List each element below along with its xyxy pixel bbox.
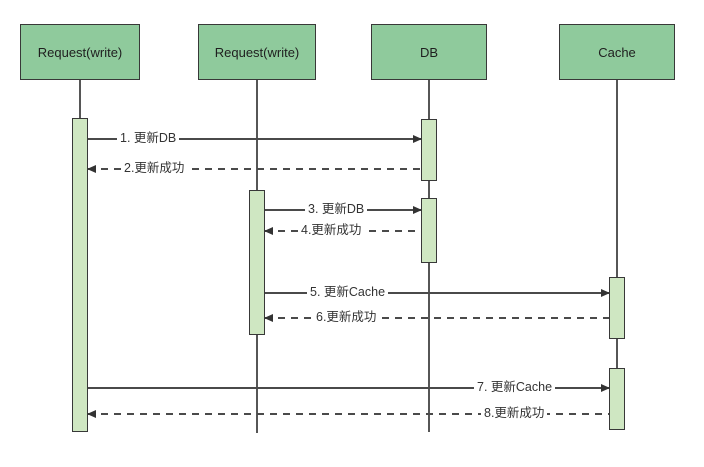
lifeline-label-request2: Request(write) xyxy=(214,44,300,60)
message-7-label: 7. 更新Cache xyxy=(474,379,556,395)
lifeline-header-db: DB xyxy=(371,24,487,80)
message-1-label: 1. 更新DB xyxy=(117,130,180,146)
lifeline-label-cache: Cache xyxy=(598,44,636,60)
message-2-line xyxy=(88,168,421,170)
activation-db-1 xyxy=(421,119,437,181)
message-3-label: 3. 更新DB xyxy=(305,201,368,217)
activation-db-2 xyxy=(421,198,437,263)
activation-cache-1 xyxy=(609,277,625,339)
lifeline-cache xyxy=(616,80,618,430)
lifeline-label-db: DB xyxy=(419,44,439,60)
arrowhead-right-icon xyxy=(601,383,610,392)
message-8-line xyxy=(88,413,609,415)
activation-request2 xyxy=(249,190,265,335)
message-5-line xyxy=(265,292,609,294)
message-1-line xyxy=(88,138,421,140)
lifeline-header-request2: Request(write) xyxy=(198,24,316,80)
arrowhead-left-icon xyxy=(264,226,273,235)
message-4-label: 4.更新成功 xyxy=(298,222,365,238)
lifeline-header-request1: Request(write) xyxy=(20,24,140,80)
message-8-label: 8.更新成功 xyxy=(481,405,548,421)
arrowhead-left-icon xyxy=(264,313,273,322)
lifeline-header-cache: Cache xyxy=(559,24,675,80)
arrowhead-right-icon xyxy=(413,134,422,143)
activation-request1 xyxy=(72,118,88,432)
lifeline-label-request1: Request(write) xyxy=(37,44,123,60)
arrowhead-right-icon xyxy=(601,288,610,297)
arrowhead-right-icon xyxy=(413,205,422,214)
arrowhead-left-icon xyxy=(87,164,96,173)
message-6-label: 6.更新成功 xyxy=(313,309,380,325)
message-5-label: 5. 更新Cache xyxy=(307,284,389,300)
activation-cache-2 xyxy=(609,368,625,430)
message-7-line xyxy=(88,387,609,389)
arrowhead-left-icon xyxy=(87,409,96,418)
message-6-line xyxy=(265,317,609,319)
message-2-label: 2.更新成功 xyxy=(121,160,188,176)
